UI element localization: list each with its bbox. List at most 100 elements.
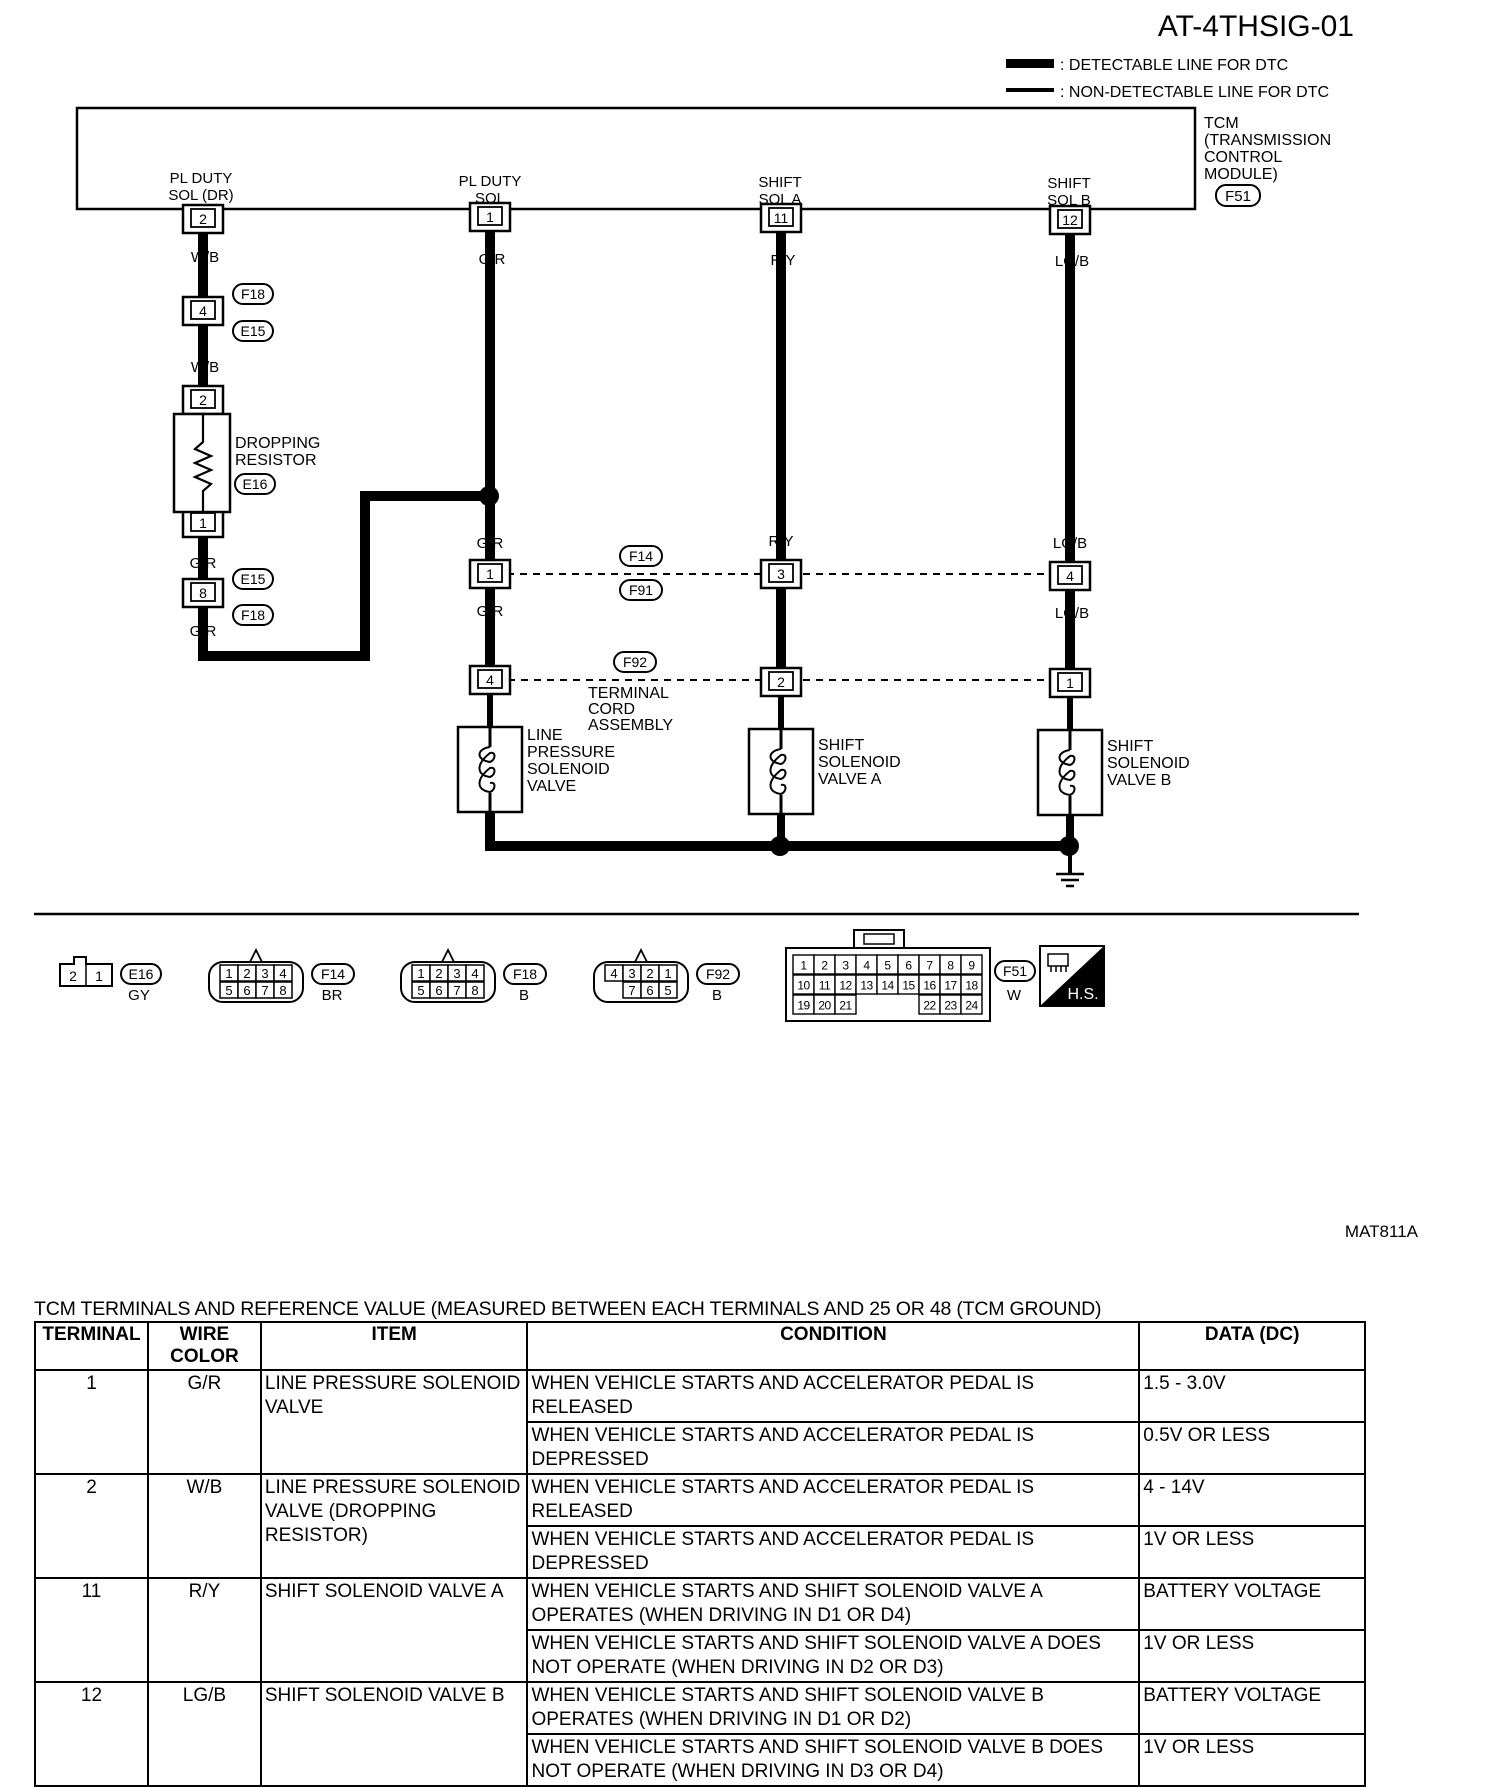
item-cell: SHIFT SOLENOID VALVE B (259, 1681, 529, 1787)
condition-cell: WHEN VEHICLE STARTS AND ACCELERATOR PEDA… (526, 1421, 1141, 1475)
svg-text:SOLENOID: SOLENOID (1107, 755, 1190, 772)
tag-f92: F92 (613, 651, 657, 673)
svg-text:E15: E15 (241, 323, 266, 339)
terminal-cord-assembly-label: TERMINAL CORD ASSEMBLY (588, 685, 673, 734)
svg-text:1: 1 (664, 966, 671, 981)
pin-resistor-2: 2 (181, 384, 225, 416)
svg-text:SHIFT: SHIFT (1107, 738, 1153, 755)
coil-icon (769, 748, 787, 796)
svg-text:ASSEMBLY: ASSEMBLY (588, 717, 673, 734)
resistor-icon (192, 414, 214, 512)
header-condition: CONDITION (526, 1321, 1141, 1371)
svg-text:4: 4 (1066, 568, 1074, 584)
legend-thin-swatch (1006, 88, 1054, 92)
svg-text:PRESSURE: PRESSURE (527, 744, 615, 761)
terminal-cell: 11 (34, 1577, 149, 1683)
data-dc-cell: 1V OR LESS (1138, 1525, 1366, 1579)
svg-text:F18: F18 (513, 966, 537, 982)
svg-text:1: 1 (199, 515, 207, 531)
pin-tcm-1: 1 (468, 201, 512, 233)
connector-view-e16: 2 1 E16 GY (59, 956, 162, 1004)
ground-icon (1056, 872, 1084, 888)
condition-cell: WHEN VEHICLE STARTS AND SHIFT SOLENOID V… (526, 1681, 1141, 1735)
pin-f92-1: 1 (1048, 667, 1092, 699)
pin-f14-4: 4 (1048, 560, 1092, 592)
svg-text:1: 1 (225, 966, 232, 981)
svg-text:5: 5 (417, 983, 424, 998)
svg-text:12: 12 (839, 979, 852, 993)
svg-text:2: 2 (821, 959, 828, 973)
coil-icon (1058, 749, 1076, 797)
svg-text:5: 5 (884, 959, 891, 973)
pin-f14-3: 3 (759, 558, 803, 590)
svg-text:F14: F14 (321, 966, 345, 982)
svg-text:7: 7 (261, 983, 268, 998)
svg-text:B: B (519, 987, 529, 1004)
condition-cell: WHEN VEHICLE STARTS AND SHIFT SOLENOID V… (526, 1577, 1141, 1631)
condition-cell: WHEN VEHICLE STARTS AND ACCELERATOR PEDA… (526, 1369, 1141, 1423)
tcm-connector-tag: F51 (1215, 184, 1261, 207)
figure-code: MAT811A (1345, 1222, 1419, 1241)
svg-text:VALVE A: VALVE A (818, 771, 882, 788)
svg-text:7: 7 (453, 983, 460, 998)
header-data-dc: DATA (DC) (1138, 1321, 1366, 1371)
tcm-pin-label-pl-duty-sol-dr: PL DUTY (170, 170, 233, 187)
svg-text:19: 19 (797, 999, 810, 1013)
condition-cell: WHEN VEHICLE STARTS AND SHIFT SOLENOID V… (526, 1629, 1141, 1683)
reference-table-title: TCM TERMINALS AND REFERENCE VALUE (MEASU… (34, 1298, 1102, 1320)
svg-text:3: 3 (453, 966, 460, 981)
terminal-cell: 2 (34, 1473, 149, 1579)
svg-text:2: 2 (777, 674, 785, 690)
condition-cell: WHEN VEHICLE STARTS AND ACCELERATOR PEDA… (526, 1525, 1141, 1579)
tcm-pin-label-pl-duty-sol: PL DUTY (459, 173, 522, 190)
data-dc-cell: 1V OR LESS (1138, 1629, 1366, 1683)
svg-text:3: 3 (628, 966, 635, 981)
header-wire-color: WIRE COLOR (146, 1321, 262, 1371)
svg-text:17: 17 (944, 979, 957, 993)
svg-text:6: 6 (435, 983, 442, 998)
svg-text:13: 13 (860, 979, 873, 993)
svg-text:6: 6 (243, 983, 250, 998)
item-cell: SHIFT SOLENOID VALVE A (259, 1577, 529, 1683)
svg-text:2: 2 (199, 392, 207, 408)
svg-text:5: 5 (664, 983, 671, 998)
junction-dot-ground-b (1059, 836, 1079, 856)
svg-text:MODULE): MODULE) (1204, 166, 1278, 183)
svg-text:E15: E15 (241, 571, 266, 587)
svg-text:TERMINAL: TERMINAL (588, 685, 669, 702)
svg-text:SOLENOID: SOLENOID (818, 754, 901, 771)
svg-text:F18: F18 (241, 607, 265, 623)
svg-text:24: 24 (965, 999, 978, 1013)
svg-text:DROPPING: DROPPING (235, 435, 320, 452)
svg-text:SOLENOID: SOLENOID (527, 761, 610, 778)
pin-e15-4: 4 (181, 295, 225, 327)
svg-text:1: 1 (486, 566, 494, 582)
svg-text:16: 16 (923, 979, 936, 993)
svg-text:2: 2 (243, 966, 250, 981)
svg-text:4: 4 (610, 966, 617, 981)
wire-label-f14-out-r: R (776, 603, 787, 620)
tag-e15-upper: E15 (232, 320, 274, 342)
hs-badge-icon: H.S. (1039, 945, 1105, 1007)
svg-text:VALVE: VALVE (527, 778, 576, 795)
svg-text:1: 1 (800, 959, 807, 973)
wire-label-f14-out-lgb: LG/B (1055, 605, 1089, 622)
svg-text:F91: F91 (629, 582, 653, 598)
svg-text:F92: F92 (706, 966, 730, 982)
svg-text:7: 7 (926, 959, 933, 973)
svg-text:F14: F14 (629, 548, 653, 564)
wire-label-f14-out-gr: G/R (477, 603, 504, 620)
svg-text:3: 3 (261, 966, 268, 981)
terminal-cell: 1 (34, 1369, 149, 1475)
svg-text:SHIFT: SHIFT (818, 737, 864, 754)
item-cell: LINE PRESSURE SOLENOID VALVE (259, 1369, 529, 1475)
header-item: ITEM (259, 1321, 529, 1371)
svg-text:F92: F92 (623, 654, 647, 670)
pin-e15-8: 8 (181, 577, 225, 609)
svg-text:BR: BR (322, 987, 343, 1004)
